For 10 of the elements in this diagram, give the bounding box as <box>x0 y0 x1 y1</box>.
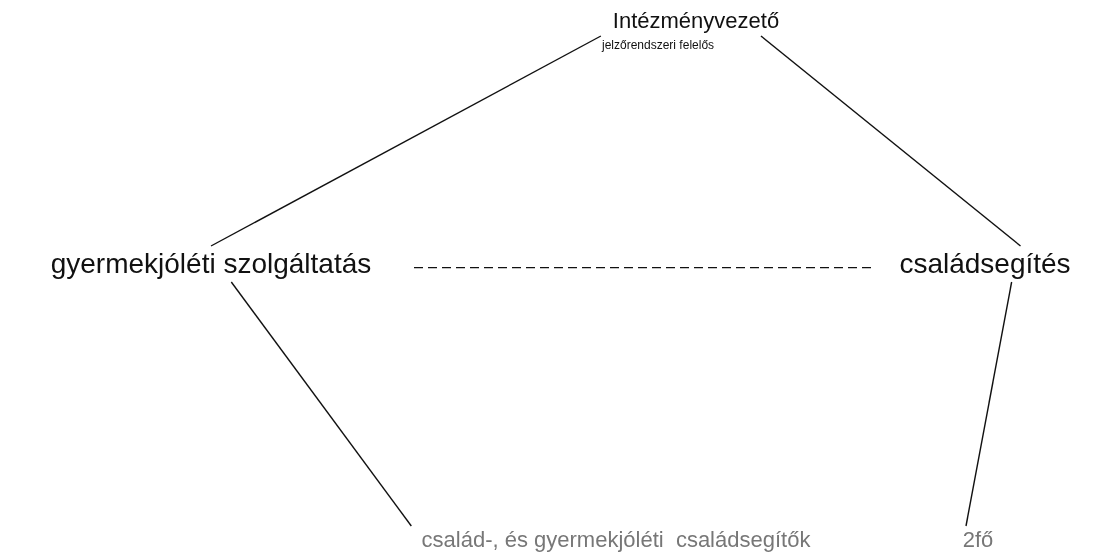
node-label: Intézményvezető <box>580 6 812 36</box>
connector-line <box>210 35 602 247</box>
node-label: gyermekjóléti szolgáltatás <box>8 246 414 282</box>
node-label: családsegítés <box>874 246 1096 282</box>
node-label: család-, és gyermekjóléti családsegítők <box>378 526 854 554</box>
connector-line <box>965 281 1013 527</box>
node-label: 2fő <box>948 526 1008 554</box>
role-note: jelzőrendszeri felelős <box>602 38 715 52</box>
connector-line <box>760 35 1022 247</box>
connector-line <box>230 281 412 527</box>
